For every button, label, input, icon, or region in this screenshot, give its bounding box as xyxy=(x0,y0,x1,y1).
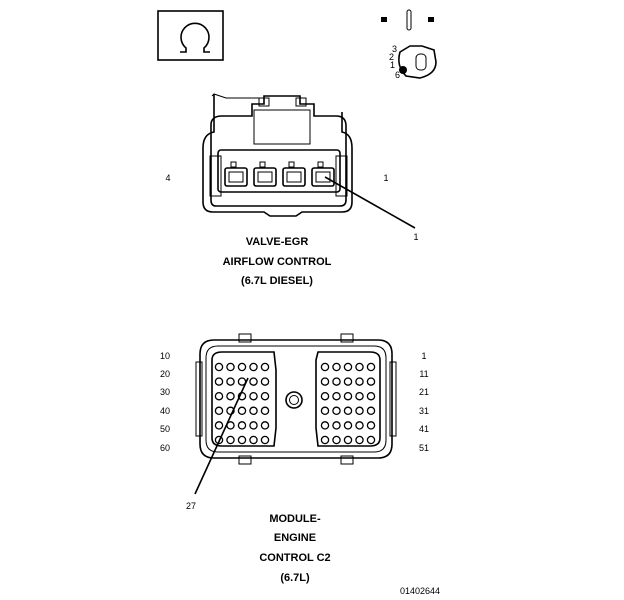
pin-cavity xyxy=(366,435,376,445)
egr-title-line-2: AIRFLOW CONTROL xyxy=(223,256,332,268)
pin-cavity xyxy=(332,406,341,416)
ecm-callout-label: 27 xyxy=(186,501,196,511)
pin-cavity xyxy=(320,391,330,401)
pin-cavity xyxy=(320,377,330,386)
egr-callout-label: 1 xyxy=(413,232,418,242)
pin-cavity xyxy=(237,362,247,372)
pin-cavity xyxy=(355,406,364,416)
pin-cavity xyxy=(343,435,353,445)
pin-cavity xyxy=(355,391,364,401)
pin-cavity xyxy=(343,421,353,430)
svg-text:6: 6 xyxy=(395,70,400,80)
terminal-orientation-icon: 3 2 1 6 xyxy=(381,9,437,80)
egr-title-line-1: VALVE-EGR xyxy=(246,236,309,248)
pin-cavity xyxy=(260,421,270,430)
ecm-title-line-1: MODULE- xyxy=(269,513,321,525)
ecm-left-row-label: 30 xyxy=(160,387,170,397)
egr-pin-cavities xyxy=(224,161,335,187)
pin-cavity xyxy=(366,377,376,386)
pin-cavity xyxy=(343,406,353,416)
pin-cavity xyxy=(249,435,258,445)
ecm-left-row-label: 10 xyxy=(160,351,170,361)
egr-left-pin-label: 4 xyxy=(165,173,170,183)
pin-cavity xyxy=(237,421,247,430)
pin-cavity xyxy=(320,362,330,372)
ecm-left-row-label: 20 xyxy=(160,369,170,379)
pin-cavity xyxy=(226,362,235,372)
pin-cavity xyxy=(237,435,247,445)
pin-cavity xyxy=(320,435,330,445)
svg-text:1: 1 xyxy=(390,60,395,70)
pin-cavity xyxy=(249,391,258,401)
pin-cavity xyxy=(214,377,224,386)
pin-cavity xyxy=(366,421,376,430)
egr-title-line-3: (6.7L DIESEL) xyxy=(241,275,313,287)
pin-cavity xyxy=(214,435,224,445)
ecm-c2-connector xyxy=(194,333,397,495)
pin-cavity xyxy=(355,421,364,430)
pin-cavity xyxy=(343,362,353,372)
ecm-left-row-labels: 10 20 30 40 50 60 xyxy=(160,351,170,453)
pin-cavity xyxy=(355,362,364,372)
ecm-right-row-label: 11 xyxy=(419,369,428,379)
pin-cavity xyxy=(332,421,341,430)
ecm-right-row-labels: 1 11 21 31 41 51 xyxy=(419,351,429,453)
ecm-title-line-2: ENGINE xyxy=(274,532,316,544)
ecm-right-row-label: 41 xyxy=(419,424,429,434)
pin-cavity xyxy=(214,362,224,372)
ecm-left-row-label: 60 xyxy=(160,443,170,453)
pin-cavity xyxy=(226,435,235,445)
pin-cavity xyxy=(343,377,353,386)
ecm-title-line-4: (6.7L) xyxy=(280,572,310,584)
pin-cavity xyxy=(260,377,270,386)
pin-cavity xyxy=(343,391,353,401)
ecm-right-row-label: 51 xyxy=(419,443,429,453)
pin-cavity xyxy=(320,406,330,416)
ecm-right-pin-grid xyxy=(320,362,376,445)
pin-cavity xyxy=(332,377,341,386)
pin-cavity xyxy=(214,391,224,401)
pin-cavity xyxy=(332,362,341,372)
ecm-left-row-label: 40 xyxy=(160,406,170,416)
pin-cavity xyxy=(226,377,235,386)
svg-text:2: 2 xyxy=(389,52,394,62)
ecm-left-row-label: 50 xyxy=(160,424,170,434)
pin-cavity xyxy=(260,435,270,445)
pin-cavity xyxy=(249,406,258,416)
ecm-left-pin-grid xyxy=(214,362,270,445)
ecm-right-row-label: 21 xyxy=(419,387,429,397)
pin-cavity xyxy=(249,377,258,386)
figure-id: 01402644 xyxy=(400,586,440,596)
pin-cavity xyxy=(260,406,270,416)
pin-cavity xyxy=(355,435,364,445)
egr-right-pin-label: 1 xyxy=(383,173,388,183)
pin-cavity xyxy=(332,435,341,445)
pin-cavity xyxy=(226,391,235,401)
pin-cavity xyxy=(260,391,270,401)
pin-cavity xyxy=(260,362,270,372)
pin-cavity xyxy=(237,406,247,416)
pin-cavity xyxy=(320,421,330,430)
pin-cavity xyxy=(214,421,224,430)
pin-cavity xyxy=(332,391,341,401)
terminal-symbol-icon xyxy=(157,10,224,61)
pin-cavity xyxy=(214,406,224,416)
pin-cavity xyxy=(249,421,258,430)
pin-cavity xyxy=(366,391,376,401)
pin-cavity xyxy=(249,362,258,372)
pin-cavity xyxy=(366,406,376,416)
egr-valve-connector xyxy=(202,93,416,229)
pin-cavity xyxy=(366,362,376,372)
ecm-right-row-label: 1 xyxy=(421,351,426,361)
ecm-right-row-label: 31 xyxy=(419,406,429,416)
pin-cavity xyxy=(355,377,364,386)
svg-text:3: 3 xyxy=(392,44,397,54)
ecm-title-line-3: CONTROL C2 xyxy=(259,552,330,564)
